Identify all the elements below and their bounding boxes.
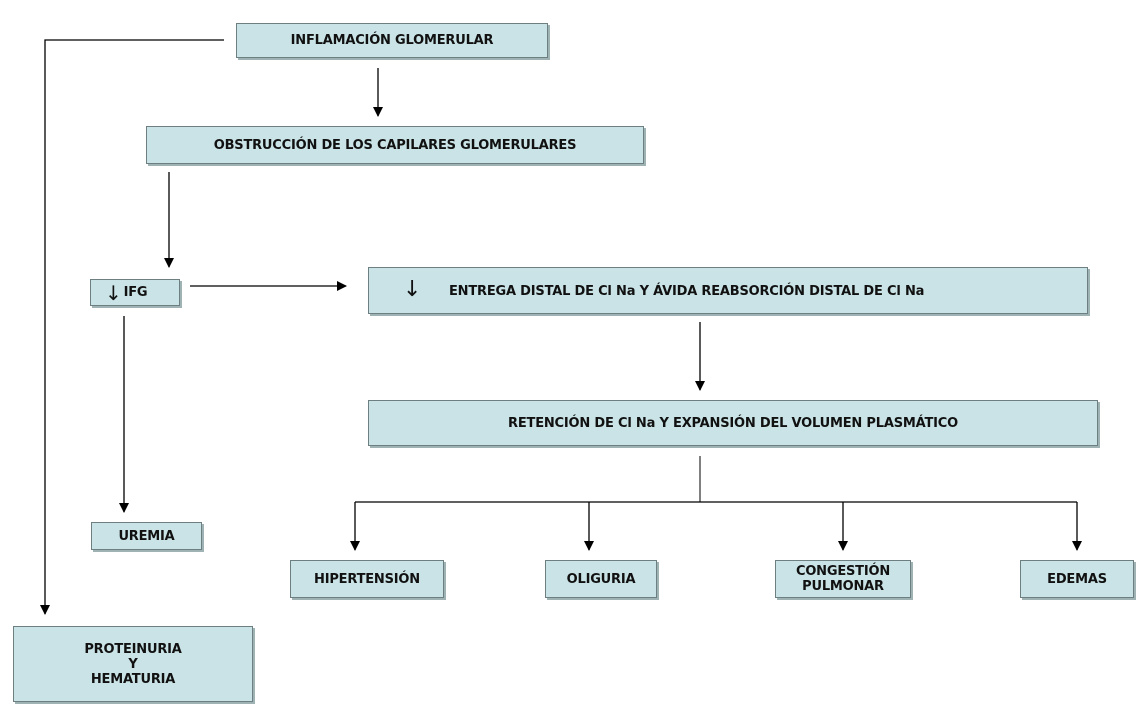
- node-label: UREMIA: [118, 528, 175, 544]
- node-label: RETENCIÓN DE Cl Na Y EXPANSIÓN DEL VOLUM…: [508, 415, 958, 431]
- node-label: OBSTRUCCIÓN DE LOS CAPILARES GLOMERULARE…: [213, 137, 577, 153]
- node-edemas: EDEMAS: [1020, 560, 1134, 598]
- node-label: INFLAMACIÓN GLOMERULAR: [290, 33, 494, 48]
- node-label: PROTEINURIA Y HEMATURIA: [84, 641, 182, 687]
- node-uremia: UREMIA: [91, 522, 202, 550]
- node-label: EDEMAS: [1047, 571, 1107, 587]
- node-label: OLIGURIA: [566, 571, 636, 587]
- edge-inflamacion-proteinuria: [40, 39, 224, 615]
- node-entrega-distal: ↓ ENTREGA DISTAL DE Cl Na Y ÁVIDA REABSO…: [368, 267, 1088, 314]
- decrease-arrow-icon: ↓: [403, 277, 422, 302]
- node-congestion-pulmonar: CONGESTIÓN PULMONAR: [775, 560, 911, 598]
- node-hipertension: HIPERTENSIÓN: [290, 560, 444, 598]
- node-label: ENTREGA DISTAL DE Cl Na Y ÁVIDA REABSORC…: [449, 284, 925, 299]
- decrease-arrow-icon: ↓: [105, 280, 122, 305]
- node-label: IFG: [123, 285, 148, 300]
- node-obstruccion-capilares: OBSTRUCCIÓN DE LOS CAPILARES GLOMERULARE…: [146, 126, 644, 164]
- node-retencion-clna: RETENCIÓN DE Cl Na Y EXPANSIÓN DEL VOLUM…: [368, 400, 1098, 446]
- node-label: HIPERTENSIÓN: [314, 571, 420, 587]
- node-inflamacion-glomerular: INFLAMACIÓN GLOMERULAR: [236, 23, 548, 58]
- node-ifg: ↓ IFG: [90, 279, 180, 306]
- node-label: CONGESTIÓN PULMONAR: [795, 564, 891, 594]
- node-oliguria: OLIGURIA: [545, 560, 657, 598]
- node-proteinuria-hematuria: PROTEINURIA Y HEMATURIA: [13, 626, 253, 702]
